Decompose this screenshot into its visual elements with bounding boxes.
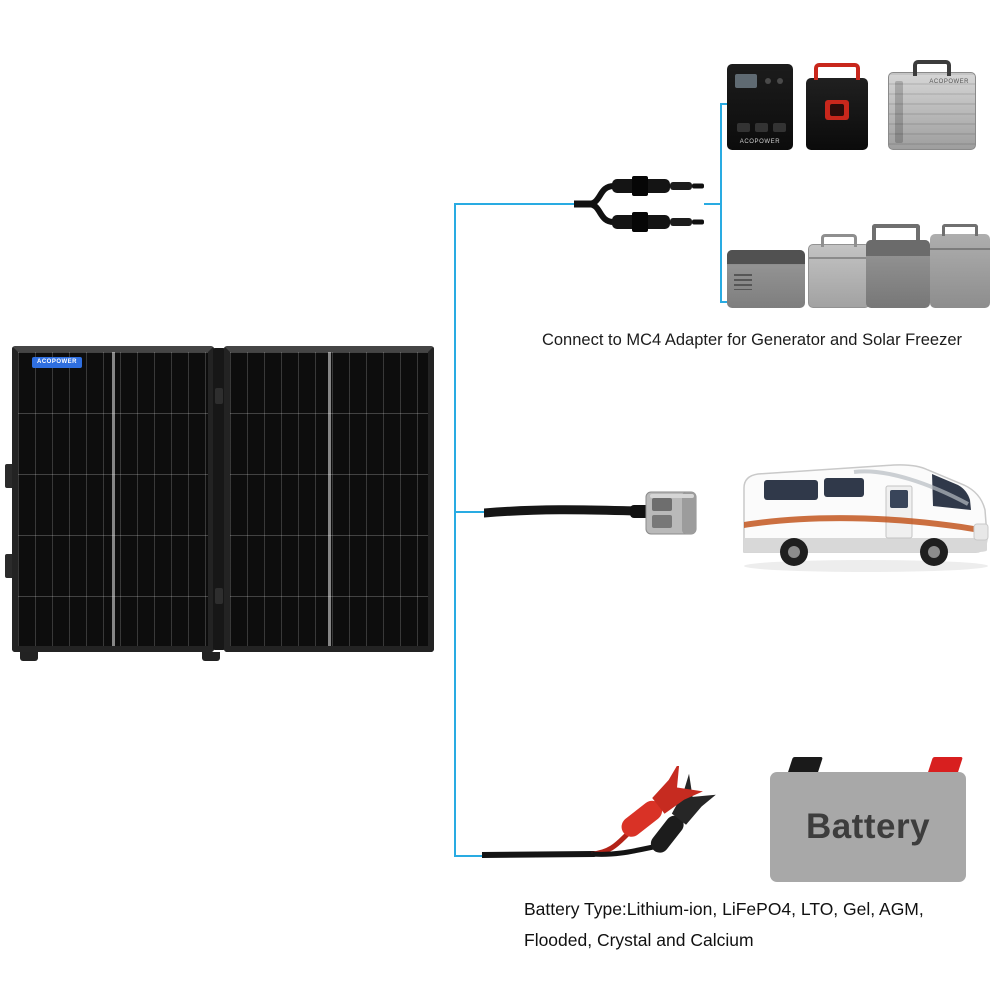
foldable-solar-panel: ACOPOWER [5, 346, 434, 661]
wire-to-mc4 [454, 203, 576, 205]
carry-handle [814, 63, 860, 80]
freezer-lid [866, 240, 930, 256]
panel-latch [5, 554, 12, 578]
carry-handle [913, 60, 951, 76]
brand-logo: ACOPOWER [32, 357, 82, 368]
mc4-y-adapter-icon [574, 176, 704, 232]
rv-side-window [824, 478, 864, 497]
power-station-outlet [737, 123, 750, 132]
rv-gray-swoosh [853, 469, 969, 506]
mc4-connector-bottom [612, 212, 704, 232]
side-latch [895, 81, 903, 143]
solar-panel-right-half [224, 346, 434, 652]
wire-vertical-right [720, 103, 722, 303]
panel-latch [5, 464, 12, 488]
power-station-2 [806, 63, 868, 150]
panel-hinge [213, 348, 225, 650]
black-alligator-clip [650, 773, 716, 853]
power-station-outlet [755, 123, 768, 132]
solar-freezer-1 [727, 250, 805, 308]
power-station-button [765, 78, 771, 84]
power-station-1: ACOPOWER [727, 64, 793, 150]
carry-handle [942, 224, 978, 236]
wire-to-anderson [454, 511, 488, 513]
telescopic-handle [872, 224, 920, 243]
solar-freezer-3 [866, 224, 930, 308]
outlet-cover [825, 100, 849, 120]
panel-busbar [112, 352, 115, 646]
power-station-screen [735, 74, 757, 88]
battery-label: Battery [805, 807, 931, 846]
solar-freezer-4 [930, 224, 990, 308]
wire-to-clips [454, 855, 488, 857]
power-station-outlet [773, 123, 786, 132]
battery: Battery [770, 772, 966, 882]
freezer-vent [734, 274, 752, 290]
rv-side-window [764, 480, 818, 500]
battery-caption-line2: Flooded, Crystal and Calcium [524, 930, 754, 950]
red-alligator-clip [621, 766, 703, 837]
carry-handle [821, 234, 857, 247]
panel-busbar [328, 352, 331, 646]
outlet-socket [830, 104, 844, 116]
freezer-lid-seam [930, 248, 990, 250]
power-station-3: ACOPOWER [888, 60, 976, 150]
solar-panel-left-half: ACOPOWER [12, 346, 214, 652]
wire-from-mc4 [704, 203, 722, 205]
rv-motorhome-icon [743, 464, 989, 572]
rv-door-window [890, 490, 908, 508]
battery-type-caption: Battery Type:Lithium-ion, LiFePO4, LTO, … [524, 894, 994, 956]
wire-vertical-main [454, 203, 456, 857]
battery-caption-line1: Battery Type:Lithium-ion, LiFePO4, LTO, … [524, 899, 924, 919]
alligator-clips-icon [482, 766, 716, 858]
anderson-connector-icon [484, 491, 697, 535]
rv-accent-stripe [744, 515, 986, 534]
brand-text: ACOPOWER [739, 139, 781, 145]
hinge-knob [215, 588, 223, 604]
freezer-lid-seam [809, 257, 869, 259]
freezer-lid [727, 250, 805, 265]
power-station-button [777, 78, 783, 84]
panel-foot [202, 652, 220, 661]
hinge-knob [215, 388, 223, 404]
brand-text: ACOPOWER [929, 79, 969, 85]
panel-foot [20, 652, 38, 661]
solar-freezer-2 [808, 234, 870, 308]
rv-bumper [973, 523, 989, 541]
mc4-connector-top [612, 176, 704, 196]
anderson-plug-body [645, 491, 697, 535]
mc4-caption: Connect to MC4 Adapter for Generator and… [541, 331, 963, 349]
